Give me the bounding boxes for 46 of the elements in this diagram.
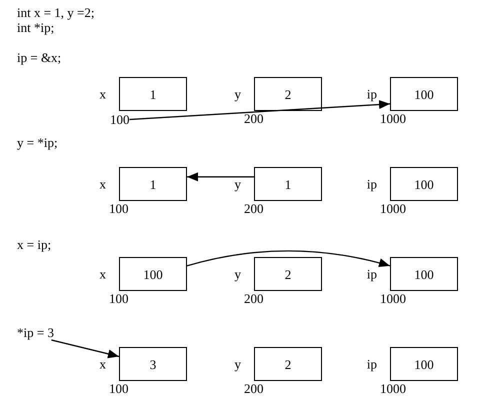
variable-name: y (234, 86, 241, 102)
address-label: 100 (109, 201, 128, 216)
variable-name: y (234, 176, 241, 192)
address-label: 1000 (380, 381, 406, 396)
code-line: y = *ip; (17, 135, 58, 150)
memory-cell: 100 (390, 167, 458, 201)
address-label: 200 (244, 111, 264, 126)
arrow (51, 339, 120, 358)
address-label: 200 (244, 381, 264, 396)
memory-cell: 2 (254, 77, 322, 111)
code-line: int *ip; (17, 20, 54, 35)
arrow (129, 100, 390, 120)
code-line: ip = &x; (17, 50, 62, 65)
memory-cell: 1 (119, 167, 187, 201)
code-line: int x = 1, y =2; (17, 5, 94, 20)
address-label: 1000 (380, 291, 406, 306)
memory-cell: 2 (254, 257, 322, 291)
variable-name: y (234, 356, 241, 372)
address-label: 100 (110, 112, 130, 127)
memory-cell: 100 (390, 77, 458, 111)
variable-name: x (100, 266, 106, 282)
address-label: 200 (244, 201, 264, 216)
address-label: 100 (109, 291, 128, 306)
memory-cell: 3 (119, 347, 187, 381)
code-statement: *ip = 3 (17, 325, 54, 340)
address-label: 100 (109, 381, 128, 396)
memory-cell: 1 (254, 167, 322, 201)
code-line: x = ip; (17, 237, 52, 252)
variable-name: ip (366, 176, 377, 192)
memory-cell: 100 (390, 347, 458, 381)
variable-name: ip (366, 266, 377, 282)
address-label: 1000 (380, 111, 406, 126)
memory-cell: 100 (119, 257, 187, 291)
address-label: 1000 (380, 201, 406, 216)
arrow (186, 250, 390, 268)
variable-name: x (100, 176, 106, 192)
memory-cell: 1 (119, 77, 187, 111)
memory-cell: 2 (254, 347, 322, 381)
variable-name: y (234, 266, 241, 282)
variable-name: x (100, 86, 106, 102)
arrow (187, 172, 254, 182)
memory-cell: 100 (390, 257, 458, 291)
address-label: 200 (244, 291, 264, 306)
variable-name: x (100, 356, 106, 372)
variable-name: ip (366, 86, 377, 102)
variable-name: ip (366, 356, 377, 372)
